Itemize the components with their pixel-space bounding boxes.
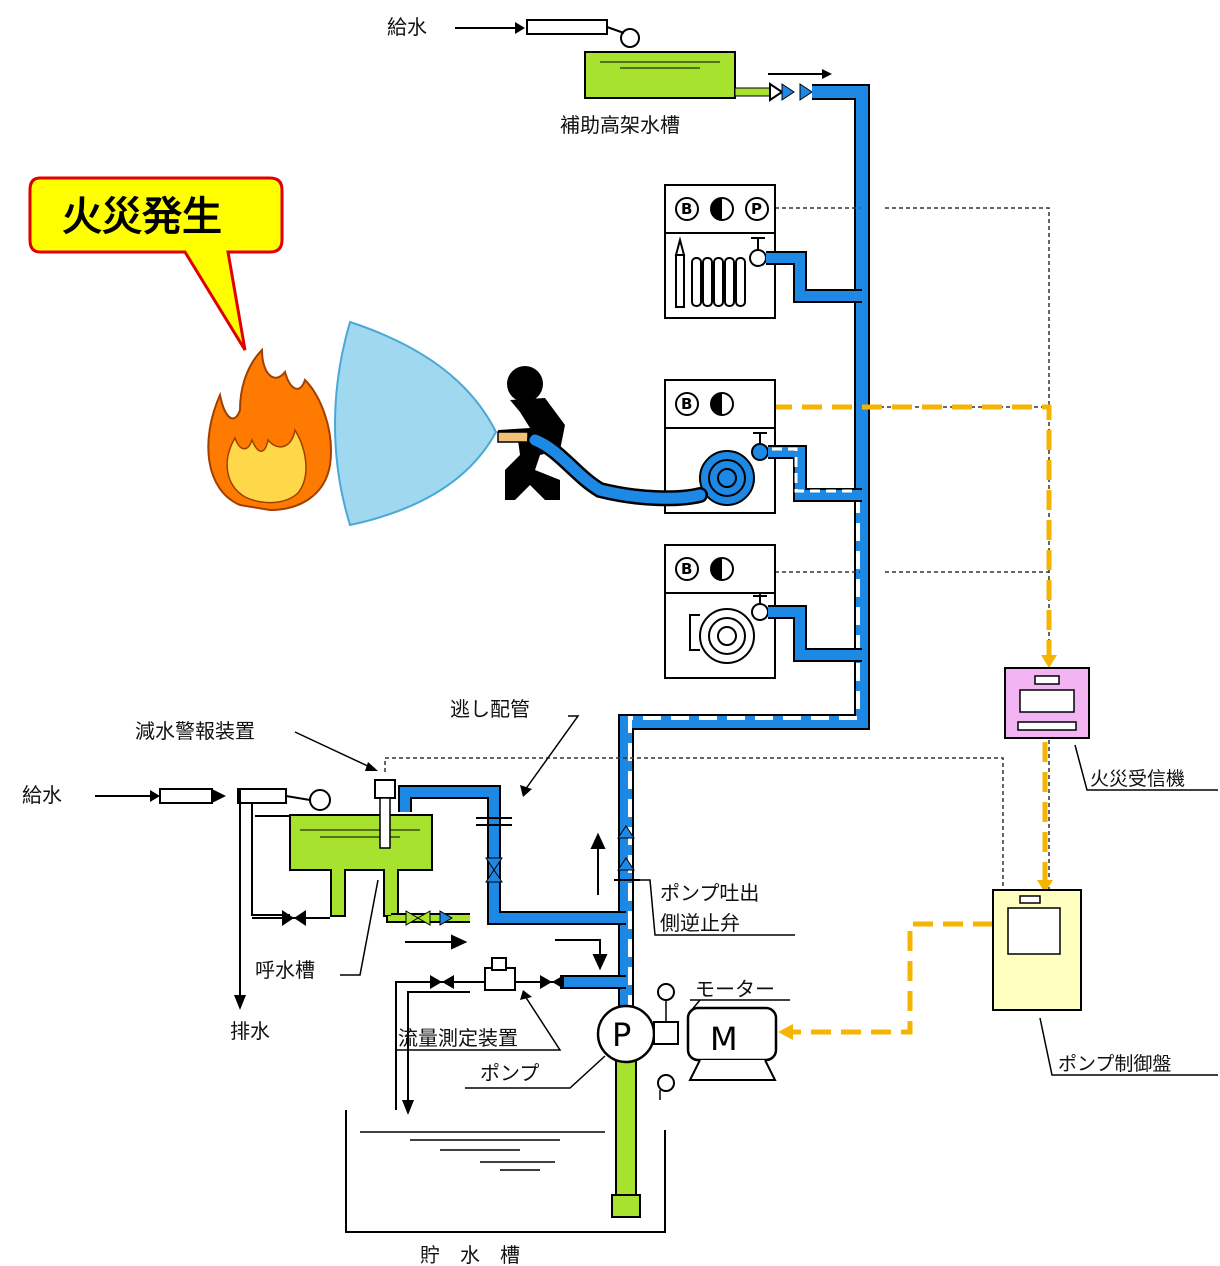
pump-symbol: P [612,1016,631,1054]
label-check-valve-line2: 側逆止弁 [660,911,740,935]
pump-control-panel: ポンプ制御盤 [992,889,1218,1076]
label-aux-tank: 補助高架水槽 [560,113,680,137]
priming-tank [289,814,433,917]
label-low-water-alarm: 減水警報装置 [135,719,255,743]
label-storage-tank: 貯 水 槽 [420,1243,520,1266]
valve-icon [751,443,769,461]
label-relief-pipe: 逃し配管 [450,697,530,721]
bell-icon [675,392,699,416]
label-supply-left: 給水 [22,783,62,807]
hydrant-box-1: B P [664,184,862,319]
hose-reel-icon [689,608,755,664]
fire-hose [529,434,706,504]
motor-symbol: M [710,1020,738,1058]
flow-meter-device [484,967,516,991]
push-button-icon-label: P [751,200,762,218]
label-drain: 排水 [230,1019,270,1043]
priming-tank-group: 給水 減水警報装置 排水 呼水槽 [22,719,470,1043]
label-fire-receiver: 火災受信機 [1090,768,1185,790]
label-supply-top: 給水 [387,15,427,39]
fire-signal-lines [772,404,1052,1035]
hose-reel-icon [699,450,755,506]
hydrant-box-2: B [664,379,862,514]
flow-meter-line: 流量測定装置 [395,957,626,1115]
label-motor: モーター [695,977,775,1001]
callout-text: 火災発生 [62,194,222,240]
bell-icon-label: B [681,560,692,578]
nozzle [497,431,529,443]
aux-elevated-tank-group: 給水 補助高架水槽 [387,15,832,137]
flow-arrows [405,832,608,971]
bell-icon [675,557,699,581]
bell-icon-label: B [681,395,692,413]
bell-icon [675,197,699,221]
push-button-icon [745,197,769,221]
foot-valve [611,1194,641,1218]
storage-tank: 貯 水 槽 [345,1110,666,1266]
fire-receiver: 火災受信機 [1004,667,1218,791]
water-spray [334,320,498,527]
pump-motor-group: P M モーター ポンプ [465,977,790,1218]
label-priming-tank: 呼水槽 [255,958,315,982]
low-water-alarm-device [374,779,396,799]
pump-discharge-check-valve: ポンプ吐出 側逆止弁 [614,825,795,936]
fire-occurrence-callout: 火災発生 [28,176,284,351]
relief-pipe: 逃し配管 [398,697,626,925]
valve-icon [751,603,769,621]
label-pump: ポンプ [480,1061,539,1085]
bell-icon-label: B [681,200,692,218]
fire-icon [207,347,332,512]
firefighter-icon [498,366,565,500]
aux-elevated-tank [584,51,736,99]
hydrant-box-3: B [664,544,862,679]
valve-icon [749,249,767,267]
folded-hose-icon [674,236,746,308]
label-flow-meter: 流量測定装置 [398,1026,518,1050]
label-pump-panel: ポンプ制御盤 [1058,1053,1171,1075]
label-check-valve-line1: ポンプ吐出 [660,881,759,905]
